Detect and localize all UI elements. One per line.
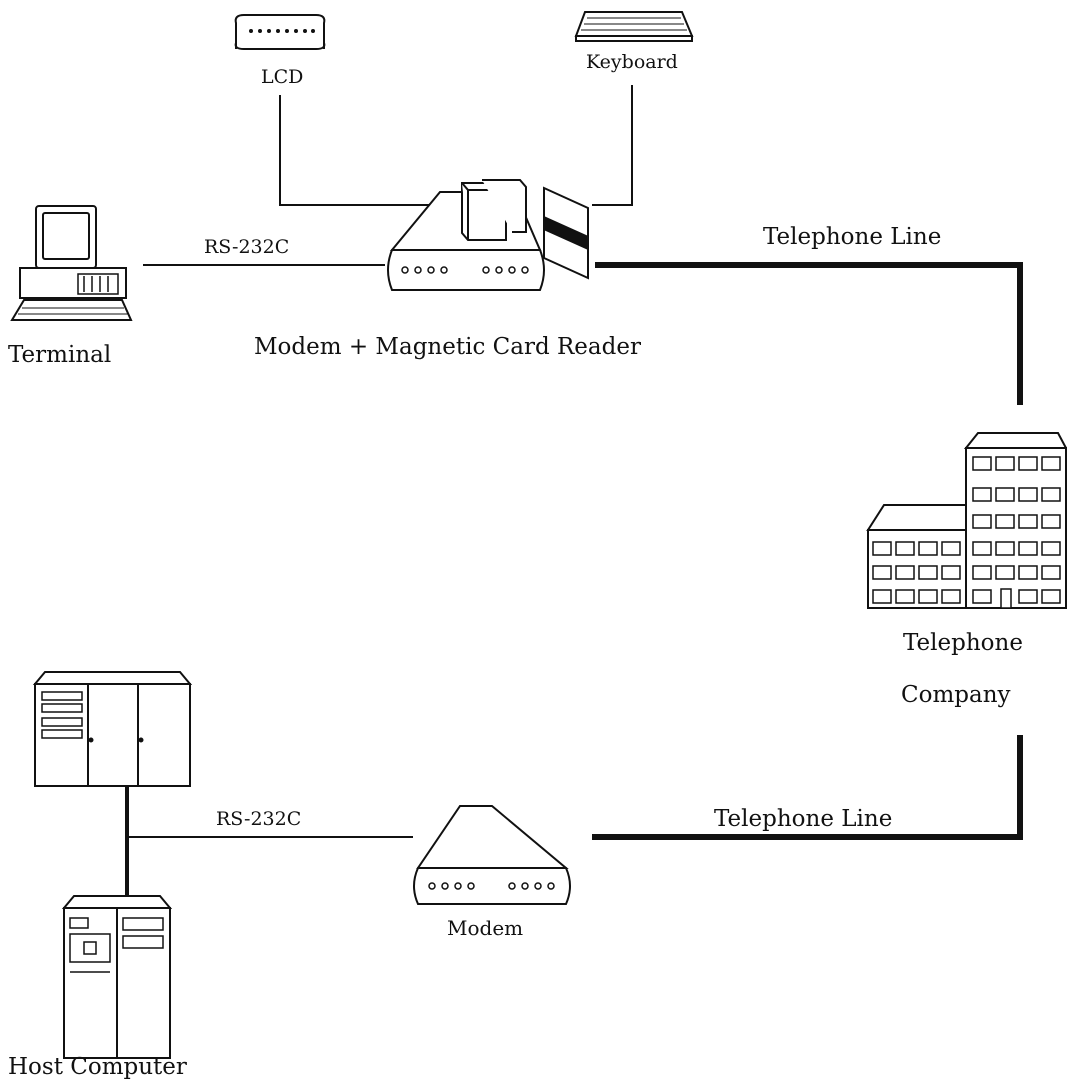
rs232c-bottom-label: RS-232C [216, 808, 301, 830]
lcd-connector-line [280, 95, 440, 205]
rs232c-top-label: RS-232C [204, 236, 289, 258]
telephone-company-building-icon [868, 433, 1066, 608]
lcd-icon [236, 15, 325, 49]
telephone-line-top-label: Telephone Line [763, 224, 941, 250]
host-computer-label: Host Computer [8, 1054, 187, 1080]
telephone-company-label-line1: Telephone [903, 630, 1023, 656]
telephone-line-top [595, 265, 1020, 405]
keyboard-label: Keyboard [586, 51, 678, 73]
keyboard-connector-line [592, 85, 632, 205]
modem-label: Modem [447, 916, 523, 940]
host-computer-unit-icon [64, 896, 170, 1058]
modem-card-reader-icon [388, 180, 588, 290]
keyboard-icon [576, 12, 692, 41]
host-server-cabinet-icon [35, 672, 190, 786]
lcd-label: LCD [261, 66, 303, 88]
telephone-company-label-line2: Company [901, 682, 1011, 708]
modem-card-reader-label: Modem + Magnetic Card Reader [254, 334, 641, 360]
modem-icon [414, 806, 570, 904]
terminal-icon [12, 206, 131, 320]
telephone-line-bottom-label: Telephone Line [714, 806, 892, 832]
terminal-label: Terminal [8, 342, 111, 368]
